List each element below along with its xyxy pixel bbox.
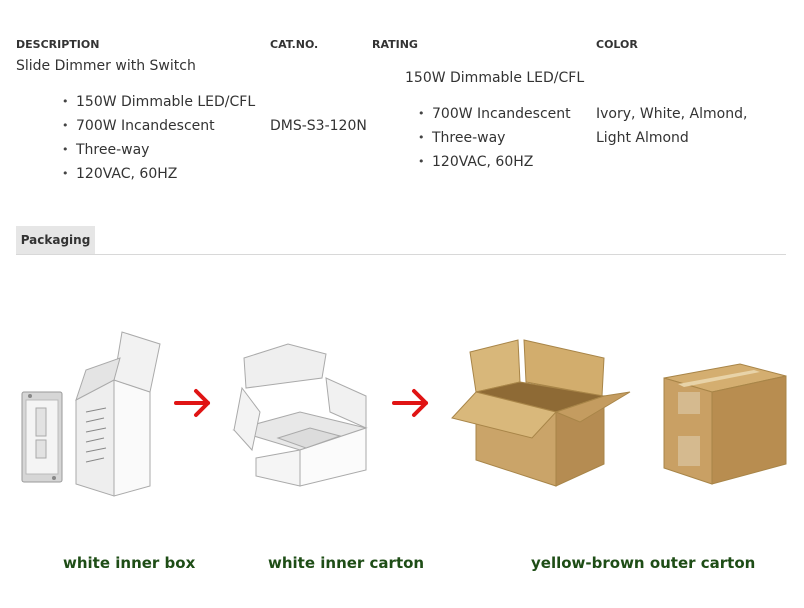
feature-list: 150W Dimmable LED/CFL 700W Incandescent … — [62, 90, 255, 186]
product-name: Slide Dimmer with Switch — [16, 58, 196, 74]
feature-item: Three-way — [62, 138, 255, 162]
white-inner-carton-image — [232, 343, 368, 487]
arrow-right-icon — [174, 389, 210, 417]
caption-outer-carton: yellow-brown outer carton — [531, 554, 756, 572]
tab-packaging[interactable]: Packaging — [16, 226, 95, 254]
caption-white-inner-carton: white inner carton — [268, 554, 425, 572]
color-line-2: Light Almond — [596, 130, 689, 146]
dimmer-switch-image — [21, 391, 63, 483]
feature-item: 700W Incandescent — [62, 114, 255, 138]
closed-outer-carton-image — [663, 363, 787, 485]
tab-divider — [16, 254, 786, 255]
rating-item: Three-way — [418, 126, 571, 150]
open-outer-carton-image — [451, 339, 631, 487]
rating-item: 120VAC, 60HZ — [418, 150, 571, 174]
feature-item: 120VAC, 60HZ — [62, 162, 255, 186]
feature-item: 150W Dimmable LED/CFL — [62, 90, 255, 114]
header-description: DESCRIPTION — [16, 38, 100, 51]
color-line-1: Ivory, White, Almond, — [596, 106, 748, 122]
arrow-right-icon — [392, 389, 428, 417]
packaging-illustration — [21, 331, 787, 497]
rating-title: 150W Dimmable LED/CFL — [405, 70, 585, 86]
cat-no-value: DMS-S3-120N — [270, 118, 367, 134]
header-color: COLOR — [596, 38, 638, 51]
rating-list: 700W Incandescent Three-way 120VAC, 60HZ — [418, 102, 571, 174]
caption-white-inner-box: white inner box — [63, 554, 196, 572]
header-cat-no: CAT.NO. — [270, 38, 319, 51]
white-inner-box-image — [75, 331, 161, 497]
header-rating: RATING — [372, 38, 418, 51]
rating-item: 700W Incandescent — [418, 102, 571, 126]
